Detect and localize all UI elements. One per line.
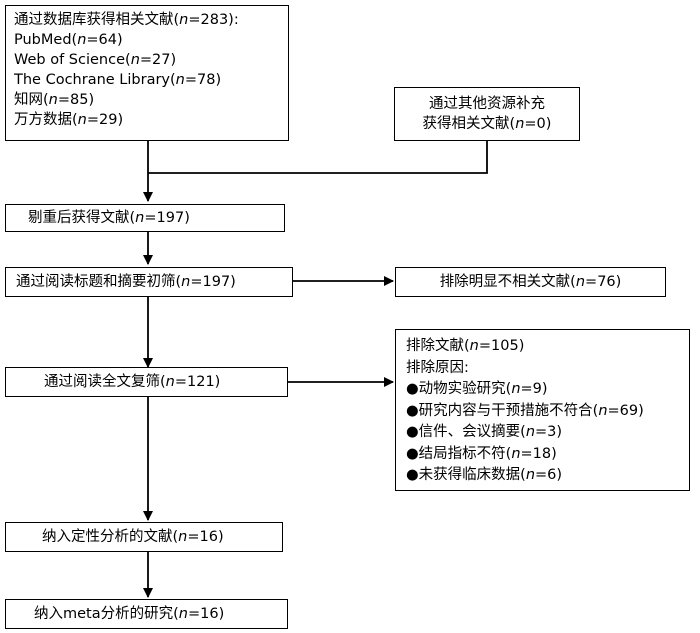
- title-abstract-screening-box: 通过阅读标题和摘要初筛(n=197): [5, 267, 293, 297]
- exclude-reason-letters: ●信件、会议摘要(n=3): [406, 424, 563, 440]
- dedup-box: 剔重后获得文献(n=197): [5, 204, 285, 232]
- exclude-reason-mismatch: ●研究内容与干预措施不符合(n=69): [406, 402, 644, 419]
- exclude-reason-animal: ●动物实验研究(n=9): [406, 381, 548, 397]
- connector-other-sources: [148, 141, 488, 174]
- meta-analysis-box: 纳入meta分析的研究(n=16): [5, 599, 288, 629]
- exclude-reason-heading: 排除原因:: [406, 359, 469, 376]
- exclude-reason-no-data: ●未获得临床数据(n=6): [406, 467, 563, 483]
- exclude-total-line: 排除文献(n=105): [406, 338, 525, 354]
- database-line-cochrane: The Cochrane Library(n=78): [14, 72, 222, 88]
- database-line-total: 通过数据库获得相关文献(n=283):: [14, 12, 239, 28]
- qualitative-analysis-box: 纳入定性分析的文献(n=16): [5, 522, 283, 552]
- database-line-pubmed: PubMed(n=64): [14, 32, 123, 48]
- other-sources-line-1: 通过其他资源补充: [429, 96, 545, 112]
- exclude-fulltext-box: 排除文献(n=105) 排除原因: ●动物实验研究(n=9) ●研究内容与干预措…: [395, 329, 690, 491]
- database-line-web-of-science: Web of Science(n=27): [14, 52, 177, 68]
- other-sources-line-2: 获得相关文献(n=0): [422, 116, 552, 132]
- database-sources-box: 通过数据库获得相关文献(n=283): PubMed(n=64) Web of …: [5, 5, 289, 141]
- full-text-screening-box: 通过阅读全文复筛(n=121): [5, 367, 288, 397]
- exclude-irrelevant-box: 排除明显不相关文献(n=76): [395, 267, 666, 297]
- database-line-cnki: 知网(n=85): [14, 92, 95, 108]
- other-sources-box: 通过其他资源补充 获得相关文献(n=0): [394, 87, 580, 141]
- database-line-wanfang: 万方数据(n=29): [14, 112, 124, 128]
- exclude-reason-outcome: ●结局指标不符(n=18): [406, 445, 557, 462]
